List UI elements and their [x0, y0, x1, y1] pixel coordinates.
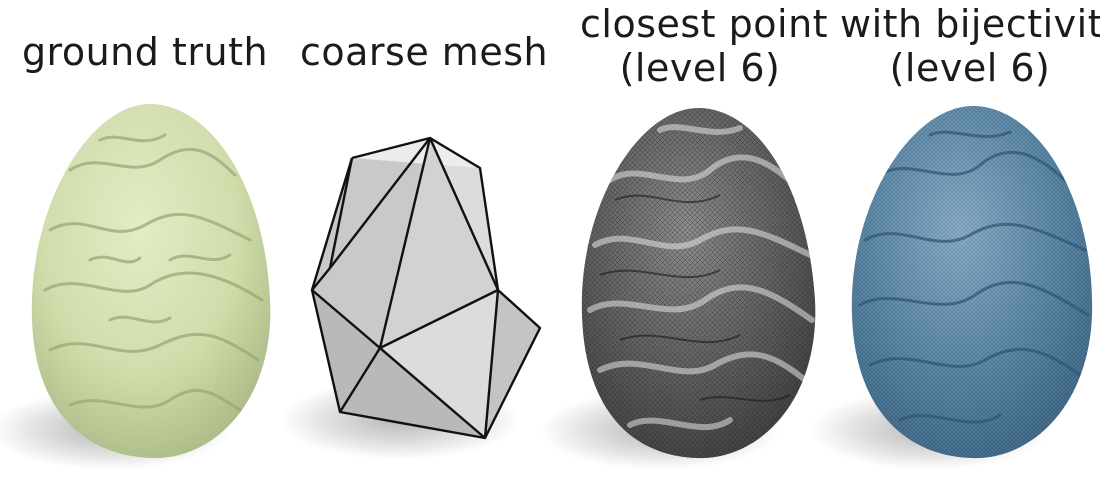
label-closest-point-line1: closest point [580, 2, 829, 46]
label-coarse-mesh: coarse mesh [300, 30, 549, 74]
label-coarse-mesh-text: coarse mesh [300, 30, 549, 74]
label-ground-truth: ground truth [20, 30, 270, 74]
coarse-mesh-solid [310, 136, 542, 440]
ground-truth-egg [31, 104, 271, 459]
label-closest-point-line2: (level 6) [619, 46, 781, 90]
label-bijectivity-line2: (level 6) [889, 46, 1051, 90]
closest-point-egg [581, 107, 816, 459]
label-bijectivity: with bijectivity (level 6) [840, 2, 1100, 90]
bijectivity-egg [851, 105, 1093, 459]
label-closest-point: closest point (level 6) [580, 2, 829, 90]
label-bijectivity-line1: with bijectivity [840, 2, 1100, 46]
label-ground-truth-text: ground truth [21, 30, 269, 74]
